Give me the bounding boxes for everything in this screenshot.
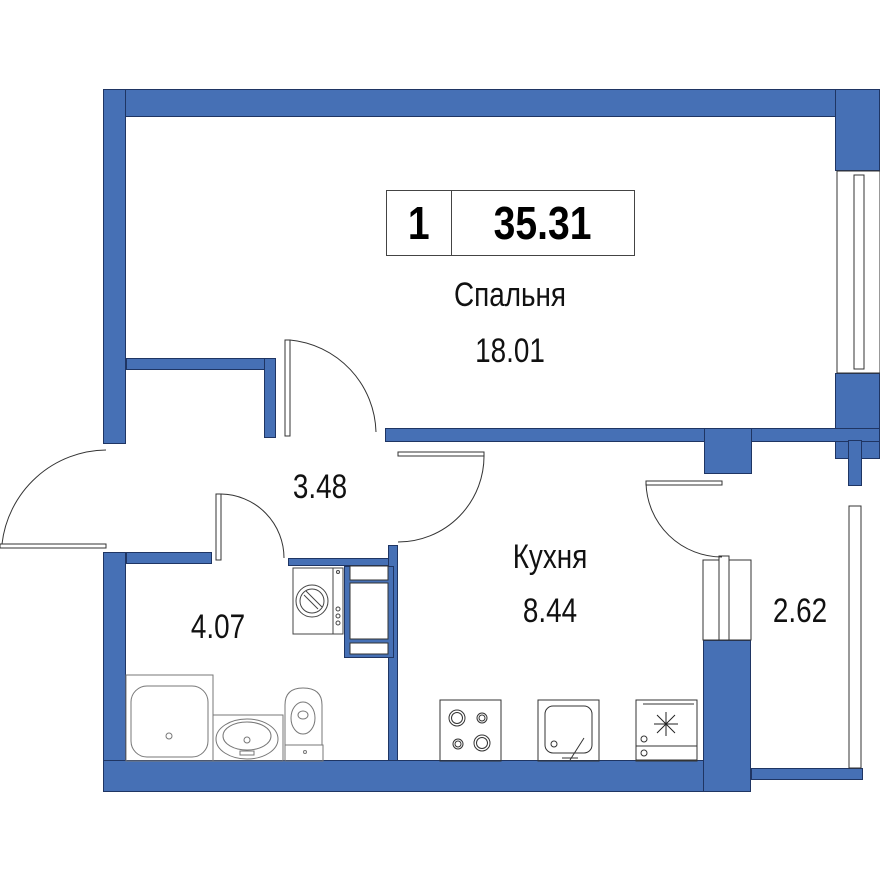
wall-bath-right (388, 545, 398, 792)
room-area-bathroom: 4.07 (190, 608, 246, 646)
shelf (349, 565, 389, 581)
wall-left-lower (103, 552, 126, 792)
total-area: 35.31 (494, 197, 592, 249)
room-area-hallway: 3.48 (292, 468, 348, 506)
wall-kitchen-top (385, 428, 880, 442)
apartment-summary: 1 35.31 (386, 190, 635, 256)
room-area-bedroom: 18.01 (475, 332, 545, 370)
wall-kitchen-corner (704, 428, 752, 474)
shower-tray-icon (125, 674, 214, 762)
wall-right-upper (835, 89, 880, 171)
rooms-count: 1 (387, 191, 452, 255)
toilet-icon (284, 687, 324, 762)
kitchen-door-swing (397, 453, 485, 543)
balcony-door-leaf (645, 480, 723, 486)
wall-bedroom-bottom-left (126, 358, 276, 370)
shelf (349, 642, 389, 655)
wall-bath-top-right (288, 558, 394, 566)
room-name-bedroom: Спальня (453, 276, 567, 314)
bathroom-door-swing (220, 493, 285, 559)
washing-machine-icon (292, 567, 344, 635)
entrance-door-leaf (0, 543, 107, 549)
room-name-kitchen: Кухня (512, 538, 588, 576)
bedroom-door-leaf (284, 339, 291, 437)
room-area-balcony: 2.62 (772, 592, 828, 630)
wall-bedroom-stub (264, 358, 276, 438)
wall-bottom (103, 760, 751, 792)
wall-kitchen-right (703, 640, 751, 792)
kitchen-door-leaf (397, 451, 485, 457)
wall-bath-top (126, 552, 212, 564)
wall-left-upper (103, 89, 126, 444)
wall-top (103, 89, 858, 117)
wall-balcony-bottom (751, 768, 863, 780)
shelf (349, 582, 389, 640)
balcony-door-swing (645, 482, 723, 558)
bedroom-door-swing (289, 339, 377, 433)
kitchen-sink-icon (537, 699, 600, 762)
bathroom-door-leaf (215, 493, 222, 561)
stove-icon (439, 699, 502, 762)
entrance-door-swing (1, 449, 107, 545)
window-pane (718, 555, 730, 641)
window-balcony (848, 505, 862, 769)
window-pane (853, 174, 865, 370)
sink-icon (212, 714, 284, 762)
fridge-icon (635, 699, 698, 762)
wall-balcony-top (848, 440, 862, 486)
room-area-kitchen: 8.44 (522, 592, 578, 630)
